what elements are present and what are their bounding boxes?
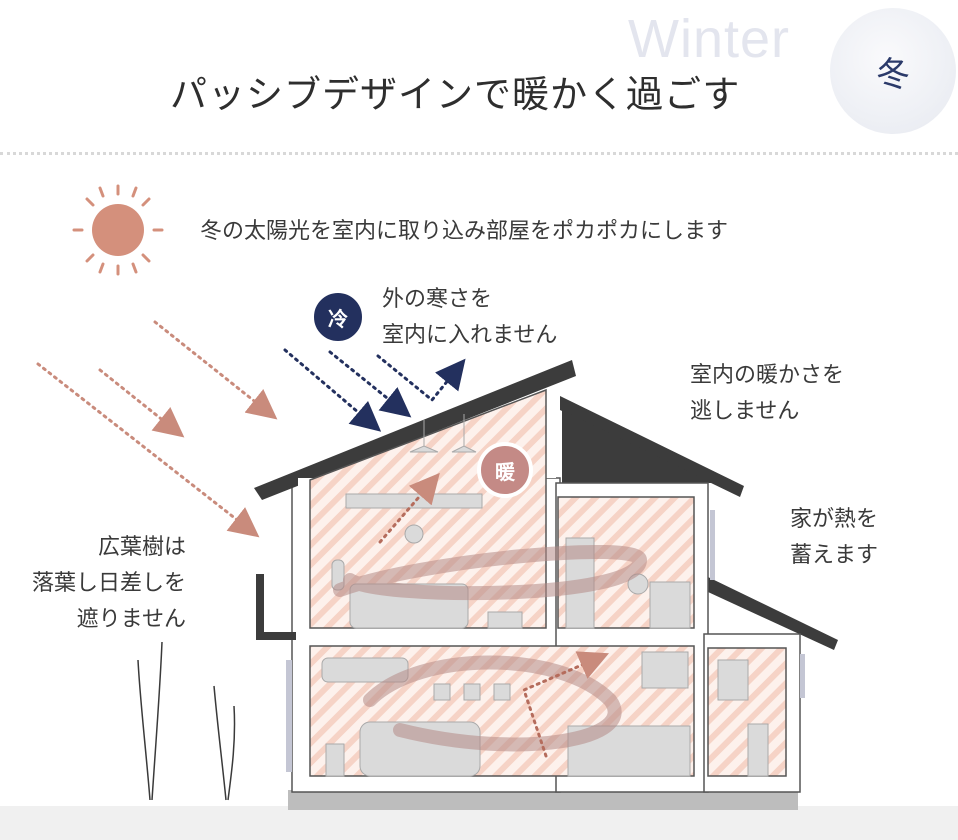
warm-circulation <box>333 544 648 752</box>
warm-keep-caption-line-2: 逃しません <box>690 399 800 424</box>
tree-caption-line-3: 遮りません <box>76 607 186 632</box>
tree-caption: 広葉樹は 落葉し日差しを 遮りません <box>0 530 186 638</box>
warm-marker-label: 暖 <box>495 460 516 484</box>
right-roof <box>560 396 744 497</box>
season-badge: 冬 <box>830 8 956 134</box>
heat-store-caption-line-2: 蓄えます <box>790 543 879 568</box>
cold-caption: 外の寒さを 室内に入れません <box>382 282 557 354</box>
header-divider <box>0 152 958 155</box>
season-watermark: Winter <box>628 9 791 69</box>
season-badge-label: 冬 <box>876 54 910 95</box>
tree-caption-line-2: 落葉し日差しを <box>31 571 186 596</box>
foundation <box>288 790 798 810</box>
warm-keep-caption-line-1: 室内の暖かさを <box>690 363 845 388</box>
lower-roof <box>708 577 838 650</box>
main-roof <box>254 360 576 500</box>
tree-caption-line-1: 広葉樹は <box>97 535 186 560</box>
warm-keep-caption: 室内の暖かさを 逃しません <box>690 358 844 430</box>
cold-marker-circle <box>310 289 366 345</box>
sun-caption: 冬の太陽光を室内に取り込み部屋をポカポカにします <box>200 219 729 244</box>
cold-air-arrows <box>283 348 466 432</box>
ground <box>0 806 958 840</box>
sunlight-arrows <box>36 320 278 538</box>
heat-store-caption-line-1: 家が熱を <box>790 507 879 532</box>
cold-caption-line-1: 外の寒さを <box>382 287 493 312</box>
cold-caption-line-2: 室内に入れません <box>382 323 558 348</box>
right-attic <box>562 410 712 483</box>
page-title: パッシブデザインで暖かく過ごす <box>170 73 741 116</box>
heat-store-caption: 家が熱を 蓄えます <box>790 502 878 574</box>
warm-marker-circle <box>477 442 533 498</box>
warm-dotted-arrows <box>378 472 610 758</box>
deciduous-tree-icon <box>137 641 236 801</box>
cold-marker-label: 冷 <box>328 307 348 331</box>
sun-icon <box>72 184 164 276</box>
